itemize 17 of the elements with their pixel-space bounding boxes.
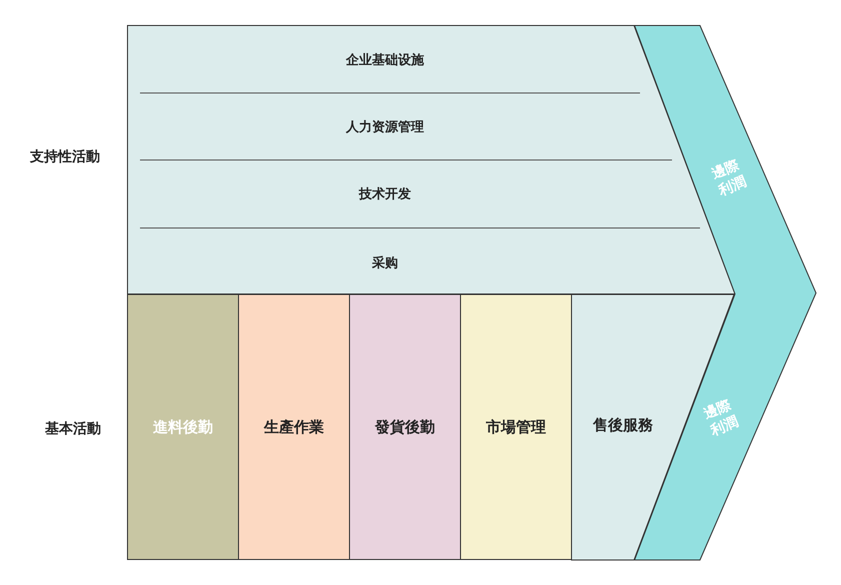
margin-label: 邊際利潤 bbox=[700, 396, 742, 441]
activity-label: 進料後勤 bbox=[153, 418, 213, 436]
activity-cell bbox=[127, 294, 239, 560]
activity-cell bbox=[238, 294, 350, 560]
activity-cell bbox=[349, 294, 461, 560]
activity-label: 發貨後勤 bbox=[375, 418, 435, 436]
activity-label: 企业基础设施 bbox=[346, 52, 424, 69]
margin-label: 邊際利潤 bbox=[708, 156, 750, 201]
activity-label: 售後服務 bbox=[593, 416, 653, 435]
activity-label: 技术开发 bbox=[359, 186, 411, 203]
activity-cell bbox=[460, 294, 572, 560]
activity-label: 人力资源管理 bbox=[346, 119, 424, 136]
activity-label: 市場管理 bbox=[486, 418, 546, 436]
activity-label: 生產作業 bbox=[264, 418, 324, 436]
category-label: 基本活動 bbox=[45, 420, 101, 438]
activity-label: 采购 bbox=[372, 254, 398, 272]
category-label: 支持性活動 bbox=[30, 148, 100, 166]
